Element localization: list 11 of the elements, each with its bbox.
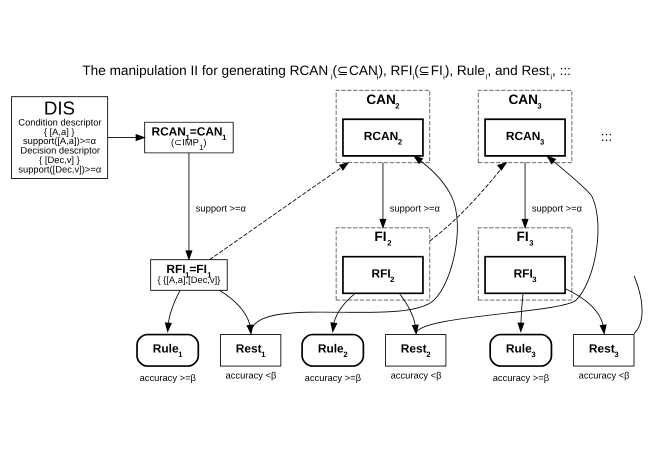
node-label: accuracy <β: [226, 370, 276, 380]
edge-label: support >=α: [390, 202, 440, 213]
edge-label: support >=α: [196, 202, 246, 213]
node-label: accuracy >=β: [140, 372, 196, 383]
node-label: accuracy <β: [390, 370, 442, 380]
node-label: accuracy <β: [578, 370, 630, 380]
diagram-title: The manipulation II for generating RCAN$_{i}$(⊆CAN$_{i}$), RFI$_{i}$(⊆FI$_{i}$), Rule$_{i}$, and Rest$_{i}$, :::: [82, 62, 571, 81]
node-label: accuracy >=β: [304, 372, 362, 383]
node-label: accuracy >=β: [492, 372, 550, 383]
label: :::: [600, 128, 612, 144]
edge-label: support >=α: [532, 202, 582, 213]
